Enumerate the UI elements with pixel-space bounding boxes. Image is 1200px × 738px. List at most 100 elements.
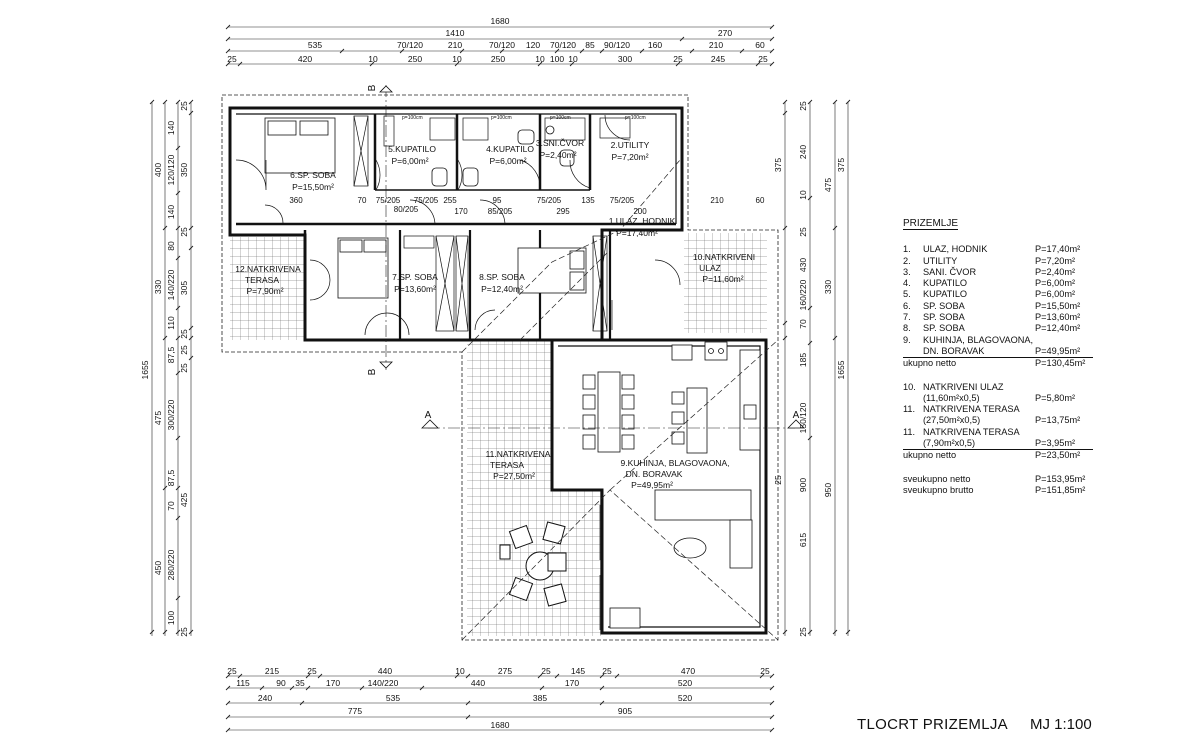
terrace-12-hatch [230, 237, 305, 340]
dim-inner: 210 [710, 196, 724, 205]
dim-bottom: 90 [276, 678, 286, 688]
dim-bottom: 115 [236, 678, 250, 688]
dim-top: 10 [368, 54, 378, 64]
terrace-11-hatch [467, 340, 552, 636]
room-1-name: 1.ULAZ, HODNIK [609, 216, 676, 226]
dim-right: 475 [823, 178, 833, 192]
dim-inner: 135 [581, 196, 595, 205]
room-11-name: 11.NATKRIVENA [486, 449, 551, 459]
dim-right: 10 [798, 190, 808, 200]
dim-right: 150/120 [798, 402, 808, 433]
dim-top: 270 [718, 28, 732, 38]
dim-bottom: 440 [378, 666, 392, 676]
room-8-name: 8.SP. SOBA [479, 272, 525, 282]
sill-label: p=100cm [625, 115, 646, 121]
dim-inner: 200 [633, 207, 647, 216]
dim-bottom: 240 [258, 693, 272, 703]
dim-bottom: 775 [348, 706, 362, 716]
dim-right: 430 [798, 258, 808, 272]
dim-inner: 75/205 [610, 196, 635, 205]
dim-bottom: 215 [265, 666, 279, 676]
room-4-area: P=6,00m² [489, 156, 526, 166]
dim-left: 70 [166, 501, 176, 511]
sill-label: p=100cm [402, 115, 423, 121]
dim-right: 615 [798, 533, 808, 547]
dim-bottom: 25 [307, 666, 317, 676]
dim-left: 350 [179, 163, 189, 177]
dim-left: 450 [153, 561, 163, 575]
dim-top: 160 [648, 40, 662, 50]
legend-row: 11.NATKRIVENA TERASA [903, 404, 1020, 415]
dim-top: 85 [585, 40, 595, 50]
room-6-area: P=15,50m² [292, 182, 334, 192]
dim-left: 280/220 [166, 549, 176, 580]
drawing-title: TLOCRT PRIZEMLJA [857, 716, 1008, 733]
dim-top: 120 [526, 40, 540, 50]
dim-bottom: 25 [227, 666, 237, 676]
room-2-name: 2.UTILITY [611, 140, 650, 150]
dim-top: 210 [709, 40, 723, 50]
dim-left: 330 [153, 280, 163, 294]
dim-left-total: 1655 [140, 360, 150, 379]
dim-bottom: 470 [681, 666, 695, 676]
dim-inner: 75/205 [414, 196, 439, 205]
dim-left: 140/220 [166, 269, 176, 300]
room-4-name: 4.KUPATILO [486, 144, 534, 154]
dim-inner: 85/205 [488, 207, 513, 216]
dim-bottom: 275 [498, 666, 512, 676]
dim-bottom: 25 [760, 666, 770, 676]
dim-left: 475 [153, 411, 163, 425]
dim-top: 1410 [446, 28, 465, 38]
dim-top: 10 [568, 54, 578, 64]
sill-label: p=100cm [491, 115, 512, 121]
dim-right: 950 [823, 483, 833, 497]
dim-inner: 75/205 [376, 196, 401, 205]
legend-row: 10.NATKRIVENI ULAZ [903, 381, 1004, 392]
dim-left: 110 [166, 316, 176, 330]
legend-row: (11,60m²x0,5)P=5,80m² [923, 392, 1076, 403]
drawing-scale: MJ 1:100 [1030, 716, 1092, 733]
room-11-name-2: TERASA [490, 460, 524, 470]
dim-bottom: 520 [678, 693, 692, 703]
dim-right: 375 [773, 158, 783, 172]
dim-top: 210 [448, 40, 462, 50]
dim-left: 87,5 [166, 346, 176, 363]
legend-row: 9.KUHINJA, BLAGOVAONA, [903, 334, 1034, 345]
dim-right: 25 [798, 227, 808, 237]
dim-bottom: 10 [455, 666, 465, 676]
dim-top: 25 [758, 54, 768, 64]
section-mark-a: A [425, 410, 432, 421]
dim-top: 70/120 [489, 40, 515, 50]
entry-10-hatch [684, 233, 767, 333]
dim-right: 25 [798, 101, 808, 111]
room-9-name: 9.KUHINJA, BLAGOVAONA, [621, 458, 730, 468]
dim-right: 185 [798, 353, 808, 367]
dim-top: 90/120 [604, 40, 630, 50]
dim-bottom: 385 [533, 693, 547, 703]
dim-bottom: 145 [571, 666, 585, 676]
dim-right: 330 [823, 280, 833, 294]
dim-right: 160/220 [798, 279, 808, 310]
room-10-name-2: ULAZ [699, 263, 721, 273]
dim-right: 25 [798, 627, 808, 637]
room-12-name: 12.NATKRIVENA [235, 264, 301, 274]
room-10-name: 10.NATKRIVENI [693, 252, 755, 262]
room-6-name: 6.SP. SOBA [290, 170, 336, 180]
dim-bottom: 140/220 [368, 678, 399, 688]
dim-inner: 255 [443, 196, 457, 205]
dim-top: 70/120 [550, 40, 576, 50]
dim-inner: 170 [454, 207, 468, 216]
sill-label: p=100cm [550, 115, 571, 121]
room-9-area: P=49,95m² [631, 480, 673, 490]
dim-left: 100 [166, 611, 176, 625]
dim-bottom: 35 [295, 678, 305, 688]
dim-bottom: 905 [618, 706, 632, 716]
dim-right: 240 [798, 145, 808, 159]
dim-right: 70 [798, 319, 808, 329]
